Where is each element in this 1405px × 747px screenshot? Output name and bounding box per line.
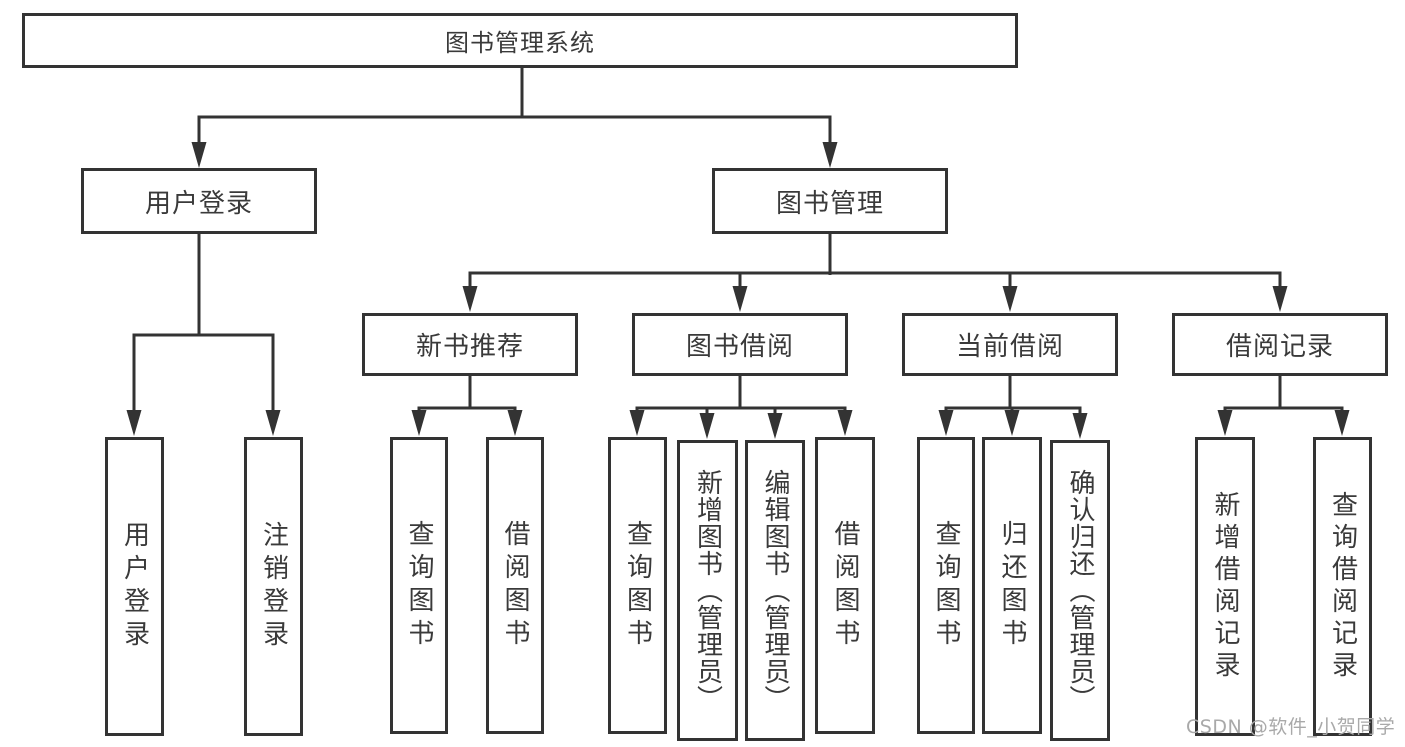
node-borrowing-records: 借阅记录 [1172, 313, 1388, 376]
node-book-borrowing: 图书借阅 [632, 313, 848, 376]
leaf-edit-book-admin: 编辑图书（管理员） [745, 440, 805, 741]
leaf-query-books-current: 查询图书 [917, 437, 975, 734]
leaf-logout: 注销登录 [244, 437, 303, 736]
leaf-borrow-books-recommend: 借阅图书 [486, 437, 544, 734]
node-current-borrowing: 当前借阅 [902, 313, 1118, 376]
csdn-watermark: CSDN @软件_小贺同学 [1186, 716, 1396, 738]
leaf-borrow-books: 借阅图书 [815, 437, 875, 734]
arrowheads [126, 142, 1350, 439]
leaf-add-book-admin: 新增图书（管理员） [677, 440, 738, 741]
leaf-return-book: 归还图书 [982, 437, 1042, 734]
node-book-management-module: 图书管理 [712, 168, 948, 234]
leaf-add-borrow-record: 新增借阅记录 [1195, 437, 1255, 736]
leaf-confirm-return-admin: 确认归还（管理员） [1050, 440, 1110, 741]
leaf-user-login: 用户登录 [105, 437, 164, 736]
node-root-system: 图书管理系统 [22, 13, 1018, 68]
leaf-query-books-borrowing: 查询图书 [608, 437, 667, 734]
node-user-login-module: 用户登录 [81, 168, 317, 234]
leaf-query-books-recommend: 查询图书 [390, 437, 448, 734]
node-new-book-recommend: 新书推荐 [362, 313, 578, 376]
leaf-query-borrow-record: 查询借阅记录 [1313, 437, 1372, 736]
